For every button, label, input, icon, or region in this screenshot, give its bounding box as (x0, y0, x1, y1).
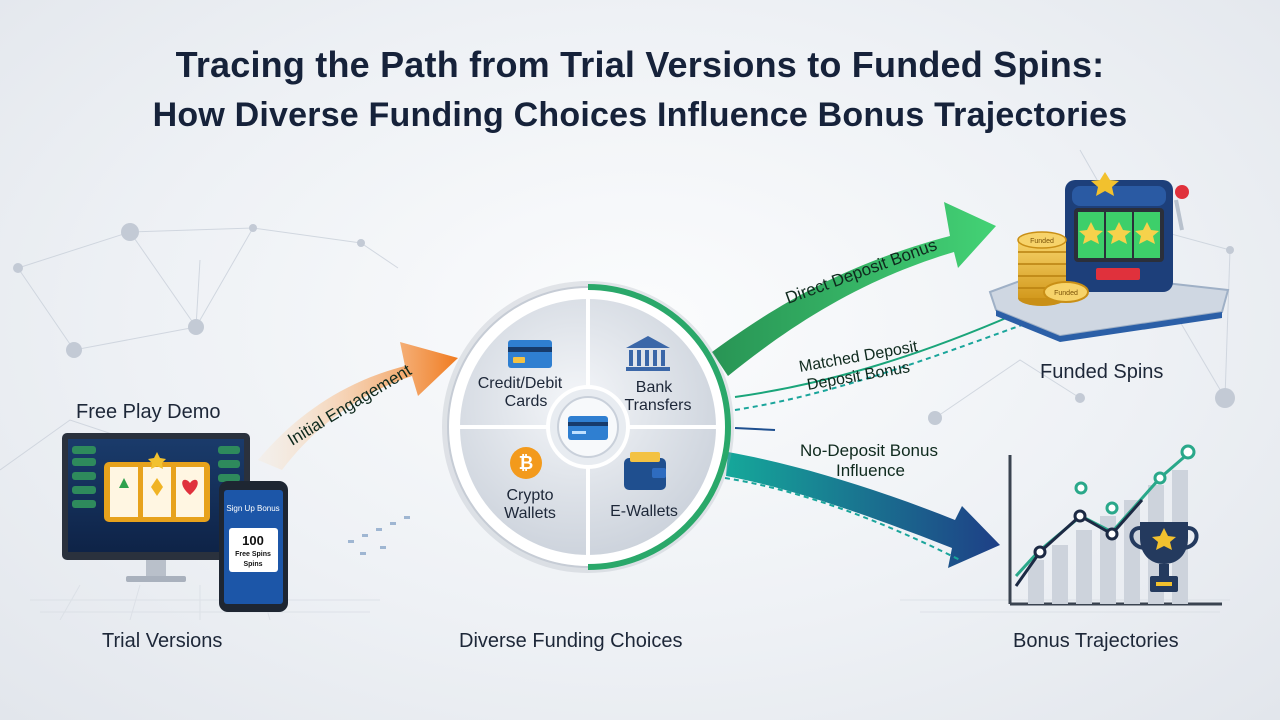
q1-label-line-2: Cards (505, 393, 548, 410)
bonus-trajectory-arrow (724, 452, 1000, 568)
no-deposit-label-1: No-Deposit Bonus (800, 441, 938, 460)
q2-label-line-2: Transfers (625, 397, 692, 414)
coin-front-text: Funded (1054, 290, 1078, 297)
phone-line-1: Free Spins (235, 551, 271, 558)
direct-deposit-label: Direct Deposit Bonus (783, 235, 940, 307)
page-title: Tracing the Path from Trial Versions to … (175, 44, 1105, 85)
reel-symbol-icon (119, 478, 129, 488)
trophy-icon (1129, 522, 1199, 592)
trial-versions-label: Trial Versions (102, 630, 223, 652)
trajectory-chart-icon (1008, 444, 1222, 606)
funded-spins-label: Funded Spins (1040, 361, 1164, 383)
initial-engagement-label: Initial Engagement (284, 360, 415, 449)
coin-top-text: Funded (1030, 238, 1054, 245)
svg-text:₿: ₿ (519, 453, 534, 473)
funding-wheel: Credit/Debit Cards Bank Transfers ₿ Cryp… (442, 281, 734, 573)
no-deposit-line: No-Deposit Bonus Influence (734, 427, 938, 480)
reel-symbol-icon (151, 478, 163, 496)
bonus-trajectories-label: Bonus Trajectories (1013, 630, 1179, 652)
bank-icon (626, 336, 670, 371)
star-icon (148, 452, 166, 469)
credit-card-icon (508, 340, 552, 368)
background-nodes (13, 223, 1235, 425)
initial-engagement-arrow: Initial Engagement (258, 342, 458, 470)
wallet-icon (624, 452, 666, 490)
demo-menu-buttons (72, 446, 240, 508)
q3-label-line-1: Crypto (506, 487, 553, 504)
credit-card-icon (568, 416, 608, 440)
phone-header: Sign Up Bonus (226, 504, 279, 513)
q3-label-line-2: Wallets (504, 505, 556, 522)
phone-number: 100 (242, 533, 264, 548)
desktop-monitor (62, 433, 250, 582)
page-subtitle: How Diverse Funding Choices Influence Bo… (152, 96, 1128, 134)
diverse-funding-choices-label: Diverse Funding Choices (459, 630, 683, 652)
coin-stack-icon: Funded Funded (1017, 231, 1089, 306)
q2-label-line-1: Bank (636, 379, 673, 396)
no-deposit-label-2: Influence (836, 461, 905, 480)
bitcoin-icon: ₿ (510, 447, 542, 479)
q4-label: E-Wallets (610, 503, 678, 520)
dotted-trail (348, 516, 410, 555)
phone-line-2: Spins (243, 561, 262, 568)
mobile-phone: Sign Up Bonus 100 Free Spins Spins (219, 481, 288, 612)
free-play-demo-label: Free Play Demo (76, 401, 221, 423)
heart-icon (182, 479, 198, 495)
q1-label-line-1: Credit/Debit (478, 375, 563, 392)
